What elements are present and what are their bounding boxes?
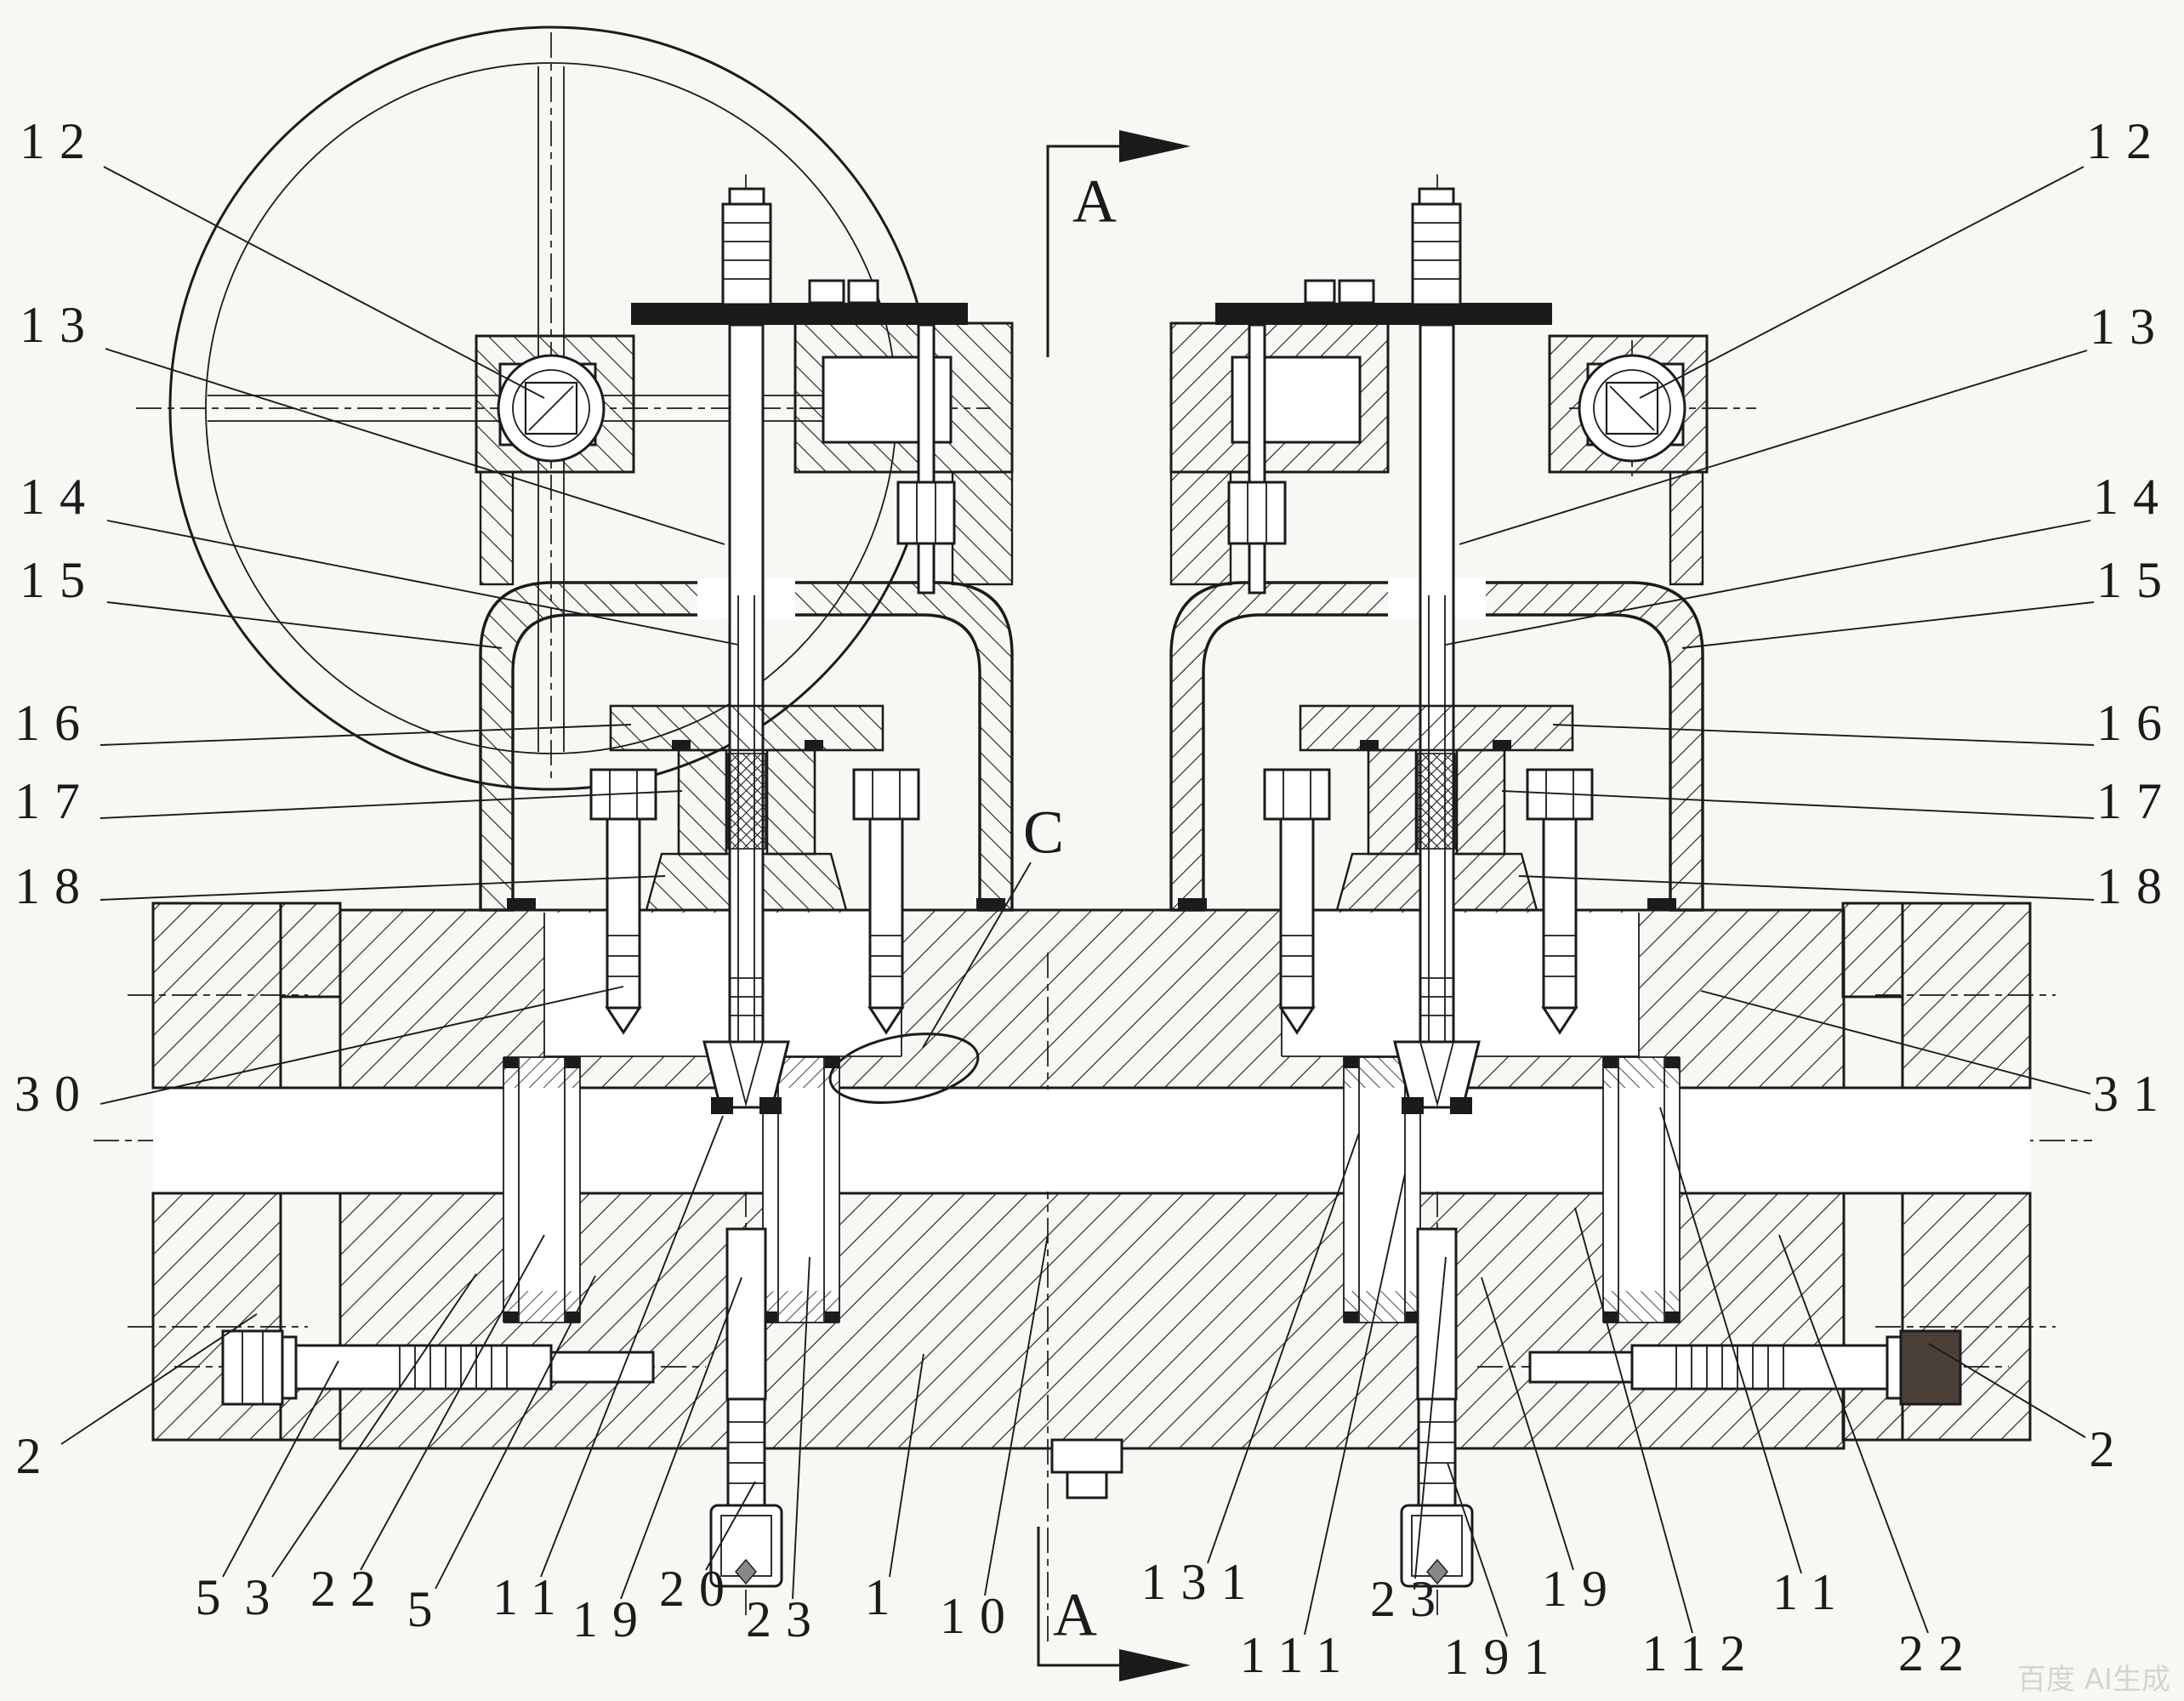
callout-leader-2 bbox=[60, 1313, 258, 1445]
callout-leader-13 bbox=[1459, 350, 2088, 545]
callout-leader-16 bbox=[100, 724, 632, 746]
callout-leader-19 bbox=[1481, 1277, 1574, 1571]
callout-label-2: 2 bbox=[2090, 1421, 2130, 1477]
callout-leader-11 bbox=[1659, 1107, 1802, 1574]
callout-leader-131 bbox=[1207, 1132, 1360, 1564]
callout-label-131: 131 bbox=[1141, 1554, 1261, 1610]
callout-label-111: 111 bbox=[1240, 1627, 1356, 1683]
callout-label-5: 5 bbox=[407, 1581, 447, 1637]
watermark: 百度 AI生成 bbox=[2017, 1663, 2170, 1697]
seat-ring bbox=[503, 1056, 581, 1323]
callout-label-15: 15 bbox=[2096, 552, 2176, 608]
flange-left bbox=[128, 902, 342, 1442]
callout-leader-20 bbox=[705, 1481, 756, 1571]
callout-label-12: 12 bbox=[20, 113, 100, 169]
callout-leader-14 bbox=[1445, 520, 2091, 646]
callout-label-191: 191 bbox=[1444, 1629, 1564, 1685]
callout-label-1: 1 bbox=[865, 1569, 905, 1625]
callout-leader-191 bbox=[1447, 1462, 1508, 1637]
bottom-fitting bbox=[1050, 1438, 1123, 1499]
stem-top bbox=[721, 187, 772, 306]
section-marker-bottom: A bbox=[1037, 1527, 1191, 1681]
callout-label-15: 15 bbox=[20, 552, 100, 608]
callout-leader-112 bbox=[1574, 1207, 1693, 1634]
drain-bolt bbox=[709, 1227, 783, 1588]
callout-leader-23 bbox=[1414, 1256, 1447, 1579]
callout-leader-5 bbox=[222, 1360, 339, 1578]
callout-label-2: 2 bbox=[16, 1428, 56, 1484]
callout-leader-10 bbox=[984, 1234, 1049, 1596]
detail-label-c: C bbox=[1023, 799, 1064, 867]
callout-leader-14 bbox=[106, 520, 739, 646]
yoke-top-plate bbox=[631, 303, 968, 325]
callout-label-13: 13 bbox=[20, 297, 100, 353]
callout-leader-23 bbox=[792, 1256, 810, 1600]
callout-leader-17 bbox=[100, 790, 683, 819]
callout-label-5: 5 bbox=[196, 1569, 236, 1625]
callout-leader-2 bbox=[1928, 1343, 2086, 1438]
callout-leader-22 bbox=[360, 1234, 545, 1571]
callout-label-13: 13 bbox=[2090, 299, 2170, 355]
callout-label-14: 14 bbox=[2093, 469, 2173, 525]
callout-label-20: 20 bbox=[659, 1561, 739, 1617]
callout-label-12: 12 bbox=[2086, 113, 2166, 169]
flange-right bbox=[1841, 902, 2056, 1442]
callout-label-11: 11 bbox=[492, 1569, 571, 1625]
callout-label-31: 31 bbox=[2093, 1066, 2173, 1122]
callout-leader-31 bbox=[1700, 990, 2091, 1095]
callout-label-16: 16 bbox=[14, 695, 94, 751]
callout-leader-15 bbox=[1681, 601, 2095, 649]
callout-label-19: 19 bbox=[572, 1591, 652, 1647]
section-label-a-bottom: A bbox=[1053, 1581, 1097, 1649]
callout-label-17: 17 bbox=[2096, 773, 2176, 829]
callout-label-30: 30 bbox=[14, 1066, 94, 1122]
callout-label-14: 14 bbox=[20, 469, 100, 525]
bonnet-shell bbox=[479, 581, 1014, 912]
callout-leader-3 bbox=[271, 1273, 477, 1578]
callout-label-3: 3 bbox=[245, 1569, 285, 1625]
callout-leader-16 bbox=[1552, 724, 2095, 746]
callout-leader-19 bbox=[620, 1277, 742, 1600]
callout-leader-13 bbox=[105, 348, 725, 545]
callout-label-112: 112 bbox=[1642, 1625, 1760, 1681]
callout-label-17: 17 bbox=[14, 773, 94, 829]
yoke-nut bbox=[896, 323, 956, 594]
valve-disc bbox=[702, 1040, 790, 1114]
callout-label-10: 10 bbox=[940, 1588, 1020, 1644]
side-bolt-right bbox=[1477, 1329, 2009, 1406]
callout-leader-12 bbox=[1639, 166, 2084, 399]
callout-label-23: 23 bbox=[1370, 1571, 1450, 1627]
callout-leader-18 bbox=[1518, 875, 2095, 901]
section-marker-top: A bbox=[1046, 130, 1191, 357]
callout-label-18: 18 bbox=[2096, 858, 2176, 914]
valve-assembly-left bbox=[475, 187, 1014, 1588]
callout-label-18: 18 bbox=[14, 858, 94, 914]
callout-leader-12 bbox=[103, 166, 545, 399]
callout-leader-18 bbox=[100, 875, 666, 901]
callout-leader-5 bbox=[435, 1275, 596, 1590]
valve-stem bbox=[728, 323, 765, 1044]
callout-label-22: 22 bbox=[1898, 1625, 1978, 1681]
handwheel-hub bbox=[497, 354, 606, 463]
bonnet-stud-bolt bbox=[852, 768, 920, 1035]
callout-label-23: 23 bbox=[746, 1591, 826, 1647]
section-label-a-top: A bbox=[1072, 168, 1117, 236]
callout-leader-17 bbox=[1501, 790, 2095, 819]
callout-leader-111 bbox=[1304, 1173, 1406, 1636]
callout-leader-22 bbox=[1778, 1234, 1929, 1634]
callout-leader-15 bbox=[106, 601, 503, 649]
callout-label-22: 22 bbox=[310, 1561, 390, 1617]
callout-label-19: 19 bbox=[1542, 1561, 1622, 1617]
callout-label-16: 16 bbox=[2096, 695, 2176, 751]
valve-body bbox=[128, 902, 2056, 1499]
callout-label-11: 11 bbox=[1772, 1564, 1851, 1620]
stuffing-box bbox=[609, 704, 884, 912]
callout-leader-1 bbox=[889, 1353, 924, 1578]
callout-leader-11 bbox=[540, 1115, 724, 1578]
detail-ellipse-c: C bbox=[828, 799, 1064, 1104]
callout-leader-30 bbox=[100, 986, 624, 1105]
